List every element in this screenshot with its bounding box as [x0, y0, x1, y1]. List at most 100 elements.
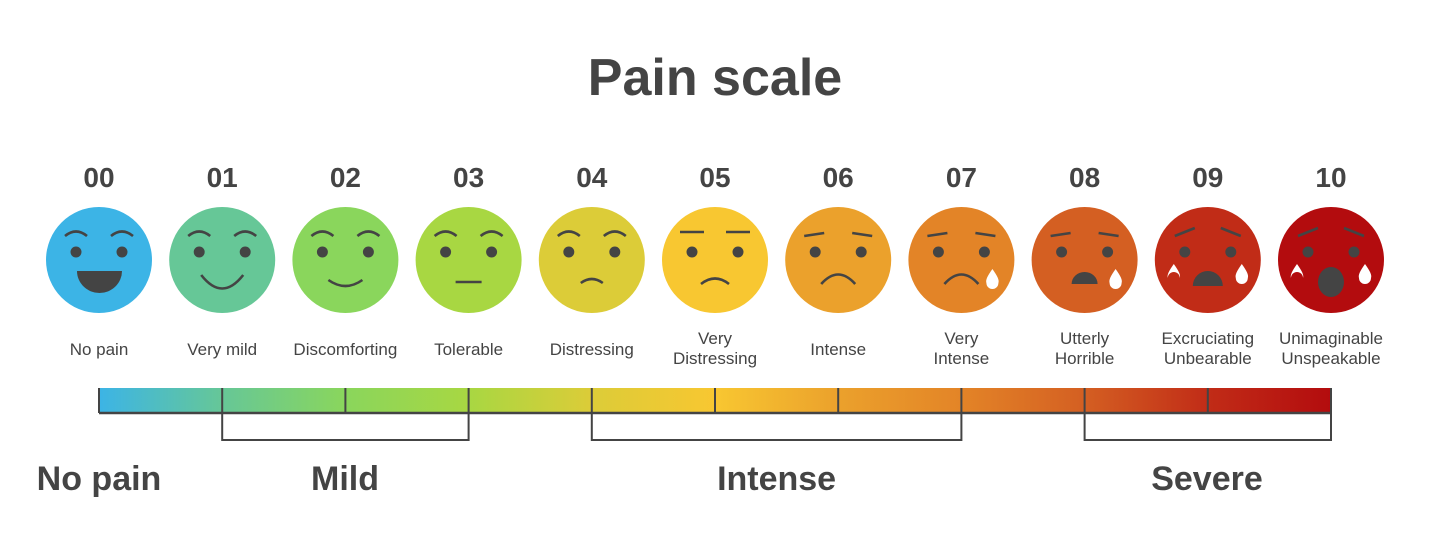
level-label-line: Excruciating [1161, 329, 1255, 348]
mouth-icon [200, 274, 245, 290]
eyebrow-icon [187, 230, 212, 238]
eyebrow-icon [1220, 226, 1242, 238]
level-label-line: Unspeakable [1281, 349, 1381, 368]
category-label: Intense [717, 460, 837, 498]
eye-icon [855, 246, 867, 258]
eyebrow-icon [1174, 226, 1196, 238]
gradient-bar [98, 388, 1332, 441]
level-label: No pain [34, 340, 164, 360]
eyebrow-icon [1050, 231, 1071, 238]
face-crying-face-icon [908, 207, 1015, 313]
faces-group [46, 207, 1384, 313]
face-circle [1154, 207, 1261, 313]
face-slight-frown-face-icon [538, 207, 645, 313]
eye-icon [1348, 246, 1360, 258]
page-title: Pain scale [587, 49, 843, 107]
face-circle [538, 207, 645, 313]
level-label-line: Horrible [1054, 349, 1115, 368]
face-worried-face-icon [785, 207, 892, 313]
eye-icon [362, 246, 374, 258]
category-bracket [590, 413, 963, 441]
face-circle [662, 207, 768, 313]
category-bracket [221, 413, 470, 441]
level-label-line: Intense [810, 340, 867, 359]
eye-icon [70, 246, 82, 258]
eye-icon [932, 246, 944, 258]
eye-icon [978, 246, 990, 258]
eyebrow-icon [804, 231, 825, 238]
face-frowning-face-icon [662, 207, 768, 313]
level-number: 05 [699, 162, 731, 193]
eye-icon [1056, 246, 1068, 258]
category-label: Severe [1151, 460, 1263, 498]
eye-icon [732, 246, 744, 258]
level-label-line: Unbearable [1163, 349, 1252, 368]
level-label: Tolerable [404, 340, 534, 360]
mouth-icon [1071, 272, 1098, 284]
level-number: 01 [206, 162, 238, 193]
eyebrow-icon [110, 230, 134, 238]
eye-icon [193, 246, 205, 258]
eye-icon [1179, 246, 1191, 258]
mouth-icon [327, 278, 364, 288]
eyebrow-icon [975, 231, 996, 238]
eyebrow-icon [64, 230, 88, 238]
tear-icon [1290, 264, 1304, 278]
eyebrow-icon [1098, 231, 1119, 238]
tear-icon [1235, 264, 1249, 284]
face-smiling-face-icon [169, 207, 276, 313]
level-label: Discomforting [280, 340, 410, 360]
eye-icon [809, 246, 821, 258]
level-number: 02 [329, 162, 361, 193]
eyebrow-icon [1297, 226, 1319, 238]
level-label-line: No pain [69, 340, 129, 359]
mouth-icon [1192, 271, 1223, 286]
eye-icon [239, 246, 251, 258]
level-label-line: Distressing [549, 340, 634, 359]
mouth-icon [77, 271, 122, 293]
eyebrow-icon [927, 231, 948, 238]
tear-icon [1358, 264, 1372, 284]
level-label-line: Very mild [187, 340, 258, 359]
eye-icon [1225, 246, 1237, 258]
level-label-line: Intense [933, 349, 990, 368]
face-neutral-face-icon [415, 207, 522, 313]
face-anguished-tear-face-icon [1031, 207, 1138, 313]
eye-icon [1302, 246, 1314, 258]
level-number: 04 [576, 162, 608, 193]
eye-icon [1102, 246, 1114, 258]
eyebrow-icon [356, 230, 381, 238]
mouth-icon [1318, 267, 1344, 297]
face-slight-smile-face-icon [292, 207, 399, 313]
face-circle [415, 207, 522, 313]
level-label-line: Discomforting [293, 340, 398, 359]
eye-icon [440, 246, 452, 258]
level-label: Distressing [527, 340, 657, 360]
level-label-line: Tolerable [434, 340, 504, 359]
eyebrow-icon [556, 230, 581, 238]
mouth-icon [580, 277, 604, 285]
eyebrow-icon [479, 230, 504, 238]
eye-icon [686, 246, 698, 258]
eyebrow-icon [433, 230, 458, 238]
level-number: 03 [453, 162, 485, 193]
level-label-line: Distressing [672, 349, 758, 368]
category-bracket [1083, 413, 1332, 441]
tear-icon [986, 269, 999, 289]
level-number: 09 [1192, 162, 1224, 193]
face-screaming-crying-face-icon [1278, 207, 1384, 313]
level-label-line: Very [697, 329, 733, 348]
level-number: 10 [1315, 162, 1347, 193]
eyebrow-icon [310, 230, 335, 238]
eye-icon [316, 246, 328, 258]
level-number: 08 [1069, 162, 1101, 193]
mouth-icon [700, 277, 730, 286]
level-number: 00 [83, 162, 115, 193]
eyebrow-icon [1343, 226, 1365, 238]
face-circle [1278, 207, 1384, 313]
eyebrow-icon [852, 231, 873, 238]
eye-icon [116, 246, 128, 258]
